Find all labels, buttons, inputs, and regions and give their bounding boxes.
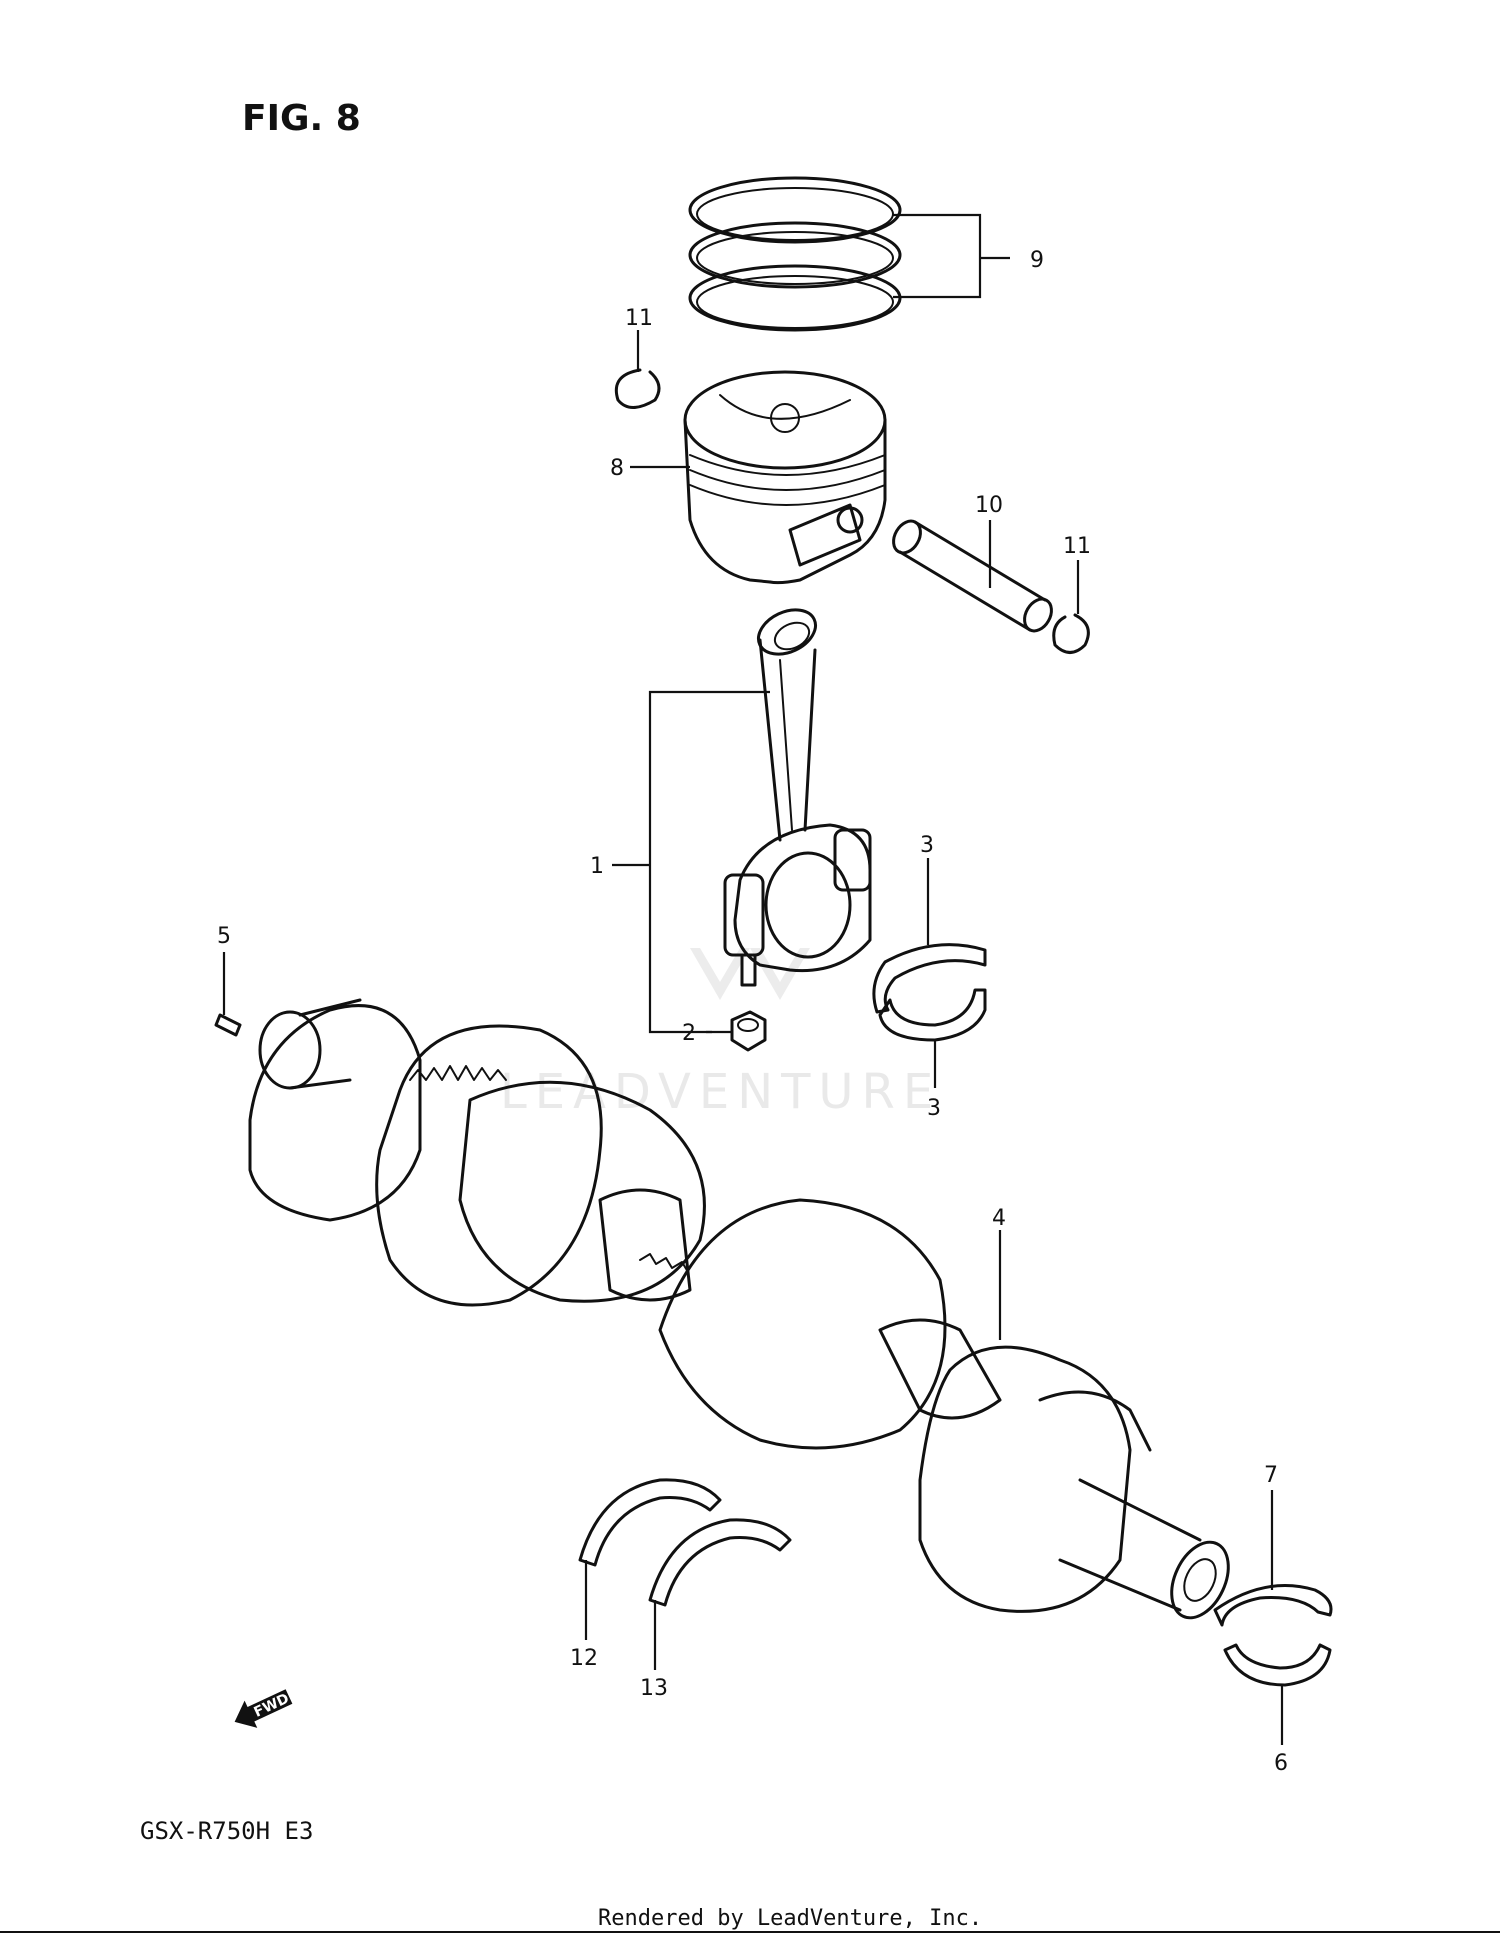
thrust-bearing-12 bbox=[578, 1478, 722, 1567]
callout-1: 1 bbox=[590, 854, 604, 879]
callout-5: 5 bbox=[217, 924, 231, 949]
callout-3-upper: 3 bbox=[920, 833, 934, 858]
callout-labels: 9 11 8 10 11 1 2 3 3 4 5 6 7 12 13 bbox=[217, 248, 1288, 1776]
circlip-left bbox=[614, 368, 661, 409]
model-code: GSX-R750H E3 bbox=[140, 1817, 313, 1845]
callout-8: 8 bbox=[610, 456, 624, 481]
main-bearing-7 bbox=[1213, 1584, 1333, 1627]
leader-lines bbox=[222, 213, 1284, 1745]
crankshaft bbox=[248, 998, 1230, 1620]
con-rod-bearing-lower bbox=[878, 988, 987, 1042]
piston bbox=[683, 370, 887, 585]
fwd-label: FWD bbox=[252, 1691, 292, 1721]
watermark-text: LEADVENTURE bbox=[500, 1064, 941, 1120]
fwd-marker: FWD bbox=[234, 1689, 293, 1728]
thrust-bearing-13 bbox=[648, 1518, 792, 1607]
figure-title: FIG. 8 bbox=[242, 98, 361, 139]
callout-2: 2 bbox=[682, 1021, 696, 1046]
con-rod-bearing-upper bbox=[872, 943, 987, 1014]
callout-13: 13 bbox=[640, 1676, 668, 1701]
callout-11-right: 11 bbox=[1063, 534, 1091, 559]
circlip-right bbox=[1052, 613, 1090, 654]
connecting-rod bbox=[723, 608, 872, 987]
callout-10: 10 bbox=[975, 493, 1003, 518]
footer-credit: Rendered by LeadVenture, Inc. bbox=[598, 1906, 982, 1931]
callout-12: 12 bbox=[570, 1646, 598, 1671]
callout-7: 7 bbox=[1264, 1463, 1278, 1488]
piston-pin bbox=[892, 519, 1053, 633]
dowel-pin bbox=[214, 1013, 242, 1037]
con-rod-nut bbox=[730, 1010, 767, 1052]
watermark-logo-icon bbox=[690, 948, 810, 1000]
callout-11-left: 11 bbox=[625, 306, 653, 331]
piston-rings bbox=[688, 176, 902, 332]
arrow-left-icon bbox=[234, 1689, 293, 1728]
main-bearing-6 bbox=[1223, 1643, 1332, 1687]
callout-9: 9 bbox=[1030, 248, 1044, 273]
callout-4: 4 bbox=[992, 1206, 1006, 1231]
callout-3-lower: 3 bbox=[927, 1096, 941, 1121]
callout-6: 6 bbox=[1274, 1751, 1288, 1776]
